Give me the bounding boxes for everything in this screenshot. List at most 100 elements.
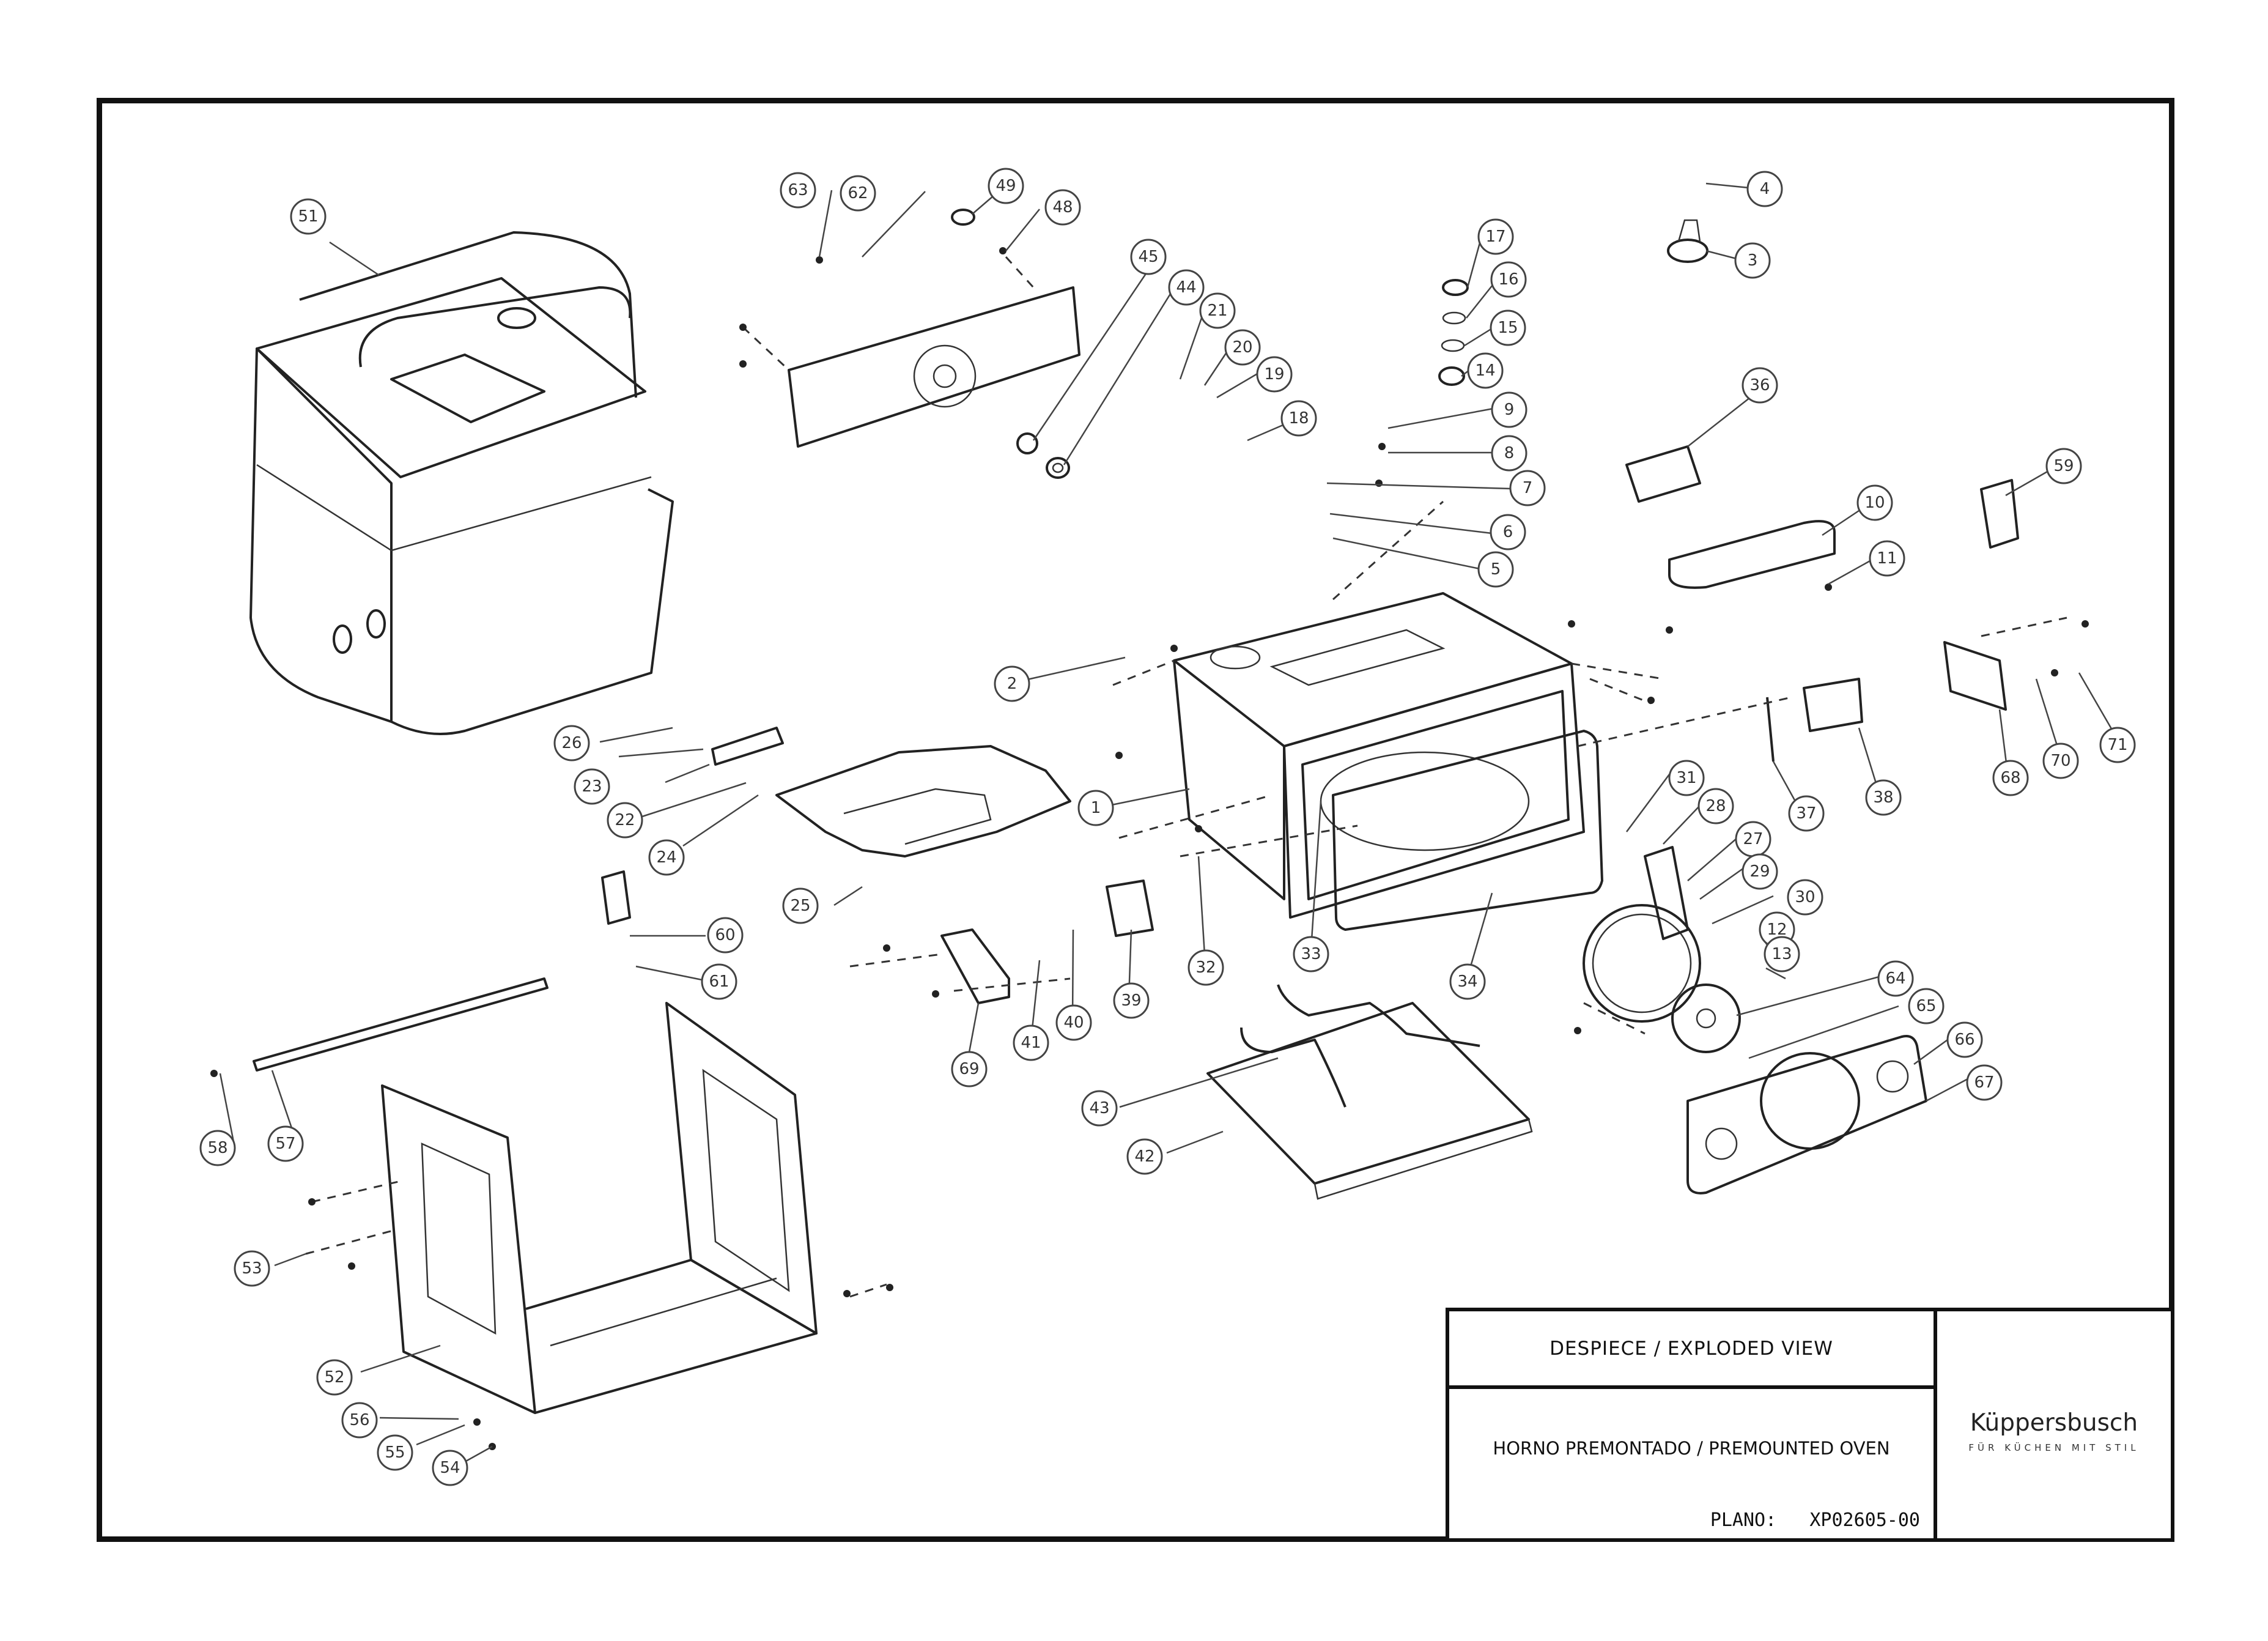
svg-text:34: 34: [1457, 972, 1477, 991]
callout-60: 60: [707, 917, 744, 954]
svg-text:68: 68: [2000, 769, 2020, 787]
callout-23: 23: [574, 768, 610, 805]
callout-61: 61: [701, 963, 737, 1000]
svg-text:38: 38: [1873, 788, 1893, 807]
svg-text:36: 36: [1749, 376, 1770, 395]
brand-slogan: FÜR KÜCHEN MIT STIL: [1968, 1442, 2140, 1453]
callout-63: 63: [780, 172, 816, 209]
callout-17: 17: [1477, 218, 1514, 255]
callout-56: 56: [341, 1402, 378, 1439]
callout-4: 4: [1746, 171, 1783, 207]
svg-text:41: 41: [1021, 1034, 1041, 1052]
callout-69: 69: [951, 1051, 988, 1087]
part-49-clip: [951, 209, 975, 226]
part-34-door-seal: [1332, 730, 1603, 931]
callout-58: 58: [199, 1130, 236, 1166]
svg-text:8: 8: [1504, 444, 1515, 462]
svg-text:6: 6: [1503, 523, 1513, 541]
description-cell: HORNO PREMONTADO / PREMOUNTED OVEN PLANO…: [1446, 1385, 1937, 1542]
part-64-fan-wheel: [1671, 983, 1741, 1053]
svg-text:58: 58: [207, 1139, 227, 1157]
callout-44: 44: [1168, 269, 1205, 306]
svg-text:16: 16: [1498, 270, 1518, 289]
svg-text:63: 63: [788, 181, 808, 199]
callout-1: 1: [1077, 790, 1114, 826]
part-69-hinge: [940, 928, 1010, 1004]
svg-text:56: 56: [349, 1411, 369, 1429]
part-51-insulation-box: [249, 231, 674, 735]
svg-text:4: 4: [1760, 180, 1770, 198]
svg-text:54: 54: [440, 1459, 460, 1477]
svg-text:25: 25: [790, 897, 810, 915]
svg-text:61: 61: [709, 972, 729, 991]
svg-text:45: 45: [1138, 248, 1158, 266]
svg-text:39: 39: [1121, 991, 1141, 1010]
svg-text:31: 31: [1676, 769, 1696, 787]
svg-text:55: 55: [385, 1443, 405, 1462]
svg-text:48: 48: [1052, 198, 1073, 217]
part-10-cover-plate: [1668, 520, 1836, 589]
callout-66: 66: [1946, 1021, 1983, 1058]
callout-65: 65: [1908, 988, 1945, 1024]
svg-text:33: 33: [1301, 945, 1321, 963]
svg-text:70: 70: [2050, 752, 2070, 770]
callout-19: 19: [1256, 356, 1293, 393]
part-68-hinge: [1943, 641, 2007, 711]
callout-54: 54: [432, 1450, 468, 1486]
drawing-frame: [97, 98, 2174, 1542]
callout-51: 51: [290, 198, 327, 235]
callout-32: 32: [1188, 949, 1224, 986]
callout-33: 33: [1293, 936, 1329, 972]
svg-text:59: 59: [2053, 457, 2074, 475]
svg-text:13: 13: [1771, 945, 1792, 963]
svg-text:1: 1: [1091, 799, 1101, 817]
part-1-oven-cavity: [1173, 592, 1585, 919]
svg-text:49: 49: [995, 177, 1016, 195]
callout-68: 68: [1992, 760, 2029, 796]
svg-text:19: 19: [1264, 365, 1284, 383]
callout-70: 70: [2042, 743, 2079, 779]
callout-15: 15: [1490, 309, 1526, 346]
svg-text:40: 40: [1063, 1013, 1084, 1032]
view-title: DESPIECE / EXPLODED VIEW: [1550, 1337, 1833, 1360]
callout-53: 53: [234, 1250, 270, 1287]
callout-16: 16: [1490, 261, 1527, 298]
leader-lines: [219, 182, 2121, 1463]
callout-64: 64: [1877, 960, 1914, 997]
svg-text:32: 32: [1195, 958, 1216, 977]
callout-71: 71: [2099, 727, 2136, 763]
callout-48: 48: [1044, 189, 1081, 226]
svg-text:44: 44: [1176, 278, 1196, 297]
part-52-chassis-frame: [381, 1002, 818, 1414]
callout-20: 20: [1224, 329, 1261, 366]
part-39-bracket: [1106, 880, 1154, 937]
callout-11: 11: [1869, 540, 1905, 577]
part-37-strip: [1766, 697, 1775, 762]
part-24-grill-element: [711, 727, 1071, 858]
part-43-bottom-heating-element: [1240, 984, 1480, 1108]
svg-text:7: 7: [1523, 479, 1533, 497]
callout-bubbles: 1 2 3 4 5 6 7 8 9 10 11 12 13 14 15 16 1…: [199, 168, 2136, 1486]
svg-text:28: 28: [1705, 797, 1726, 815]
part-44-45-washers: [1016, 432, 1070, 479]
brand-name: Küppersbusch: [1970, 1409, 2138, 1437]
callout-45: 45: [1130, 239, 1167, 275]
callout-67: 67: [1966, 1064, 2003, 1101]
callout-38: 38: [1865, 779, 1902, 816]
callout-40: 40: [1055, 1004, 1092, 1041]
callout-42: 42: [1126, 1138, 1163, 1175]
svg-text:9: 9: [1504, 401, 1515, 419]
callout-7: 7: [1509, 470, 1546, 506]
svg-text:62: 62: [848, 184, 868, 202]
svg-text:69: 69: [959, 1060, 979, 1078]
callout-34: 34: [1449, 963, 1486, 1000]
svg-text:10: 10: [1864, 494, 1885, 512]
callout-13: 13: [1764, 936, 1800, 972]
svg-text:60: 60: [715, 926, 735, 944]
svg-text:3: 3: [1748, 251, 1758, 270]
plano-reference: PLANO: XP02605-00: [1710, 1509, 1920, 1531]
part-57-rail: [253, 977, 549, 1072]
callout-5: 5: [1477, 551, 1514, 588]
